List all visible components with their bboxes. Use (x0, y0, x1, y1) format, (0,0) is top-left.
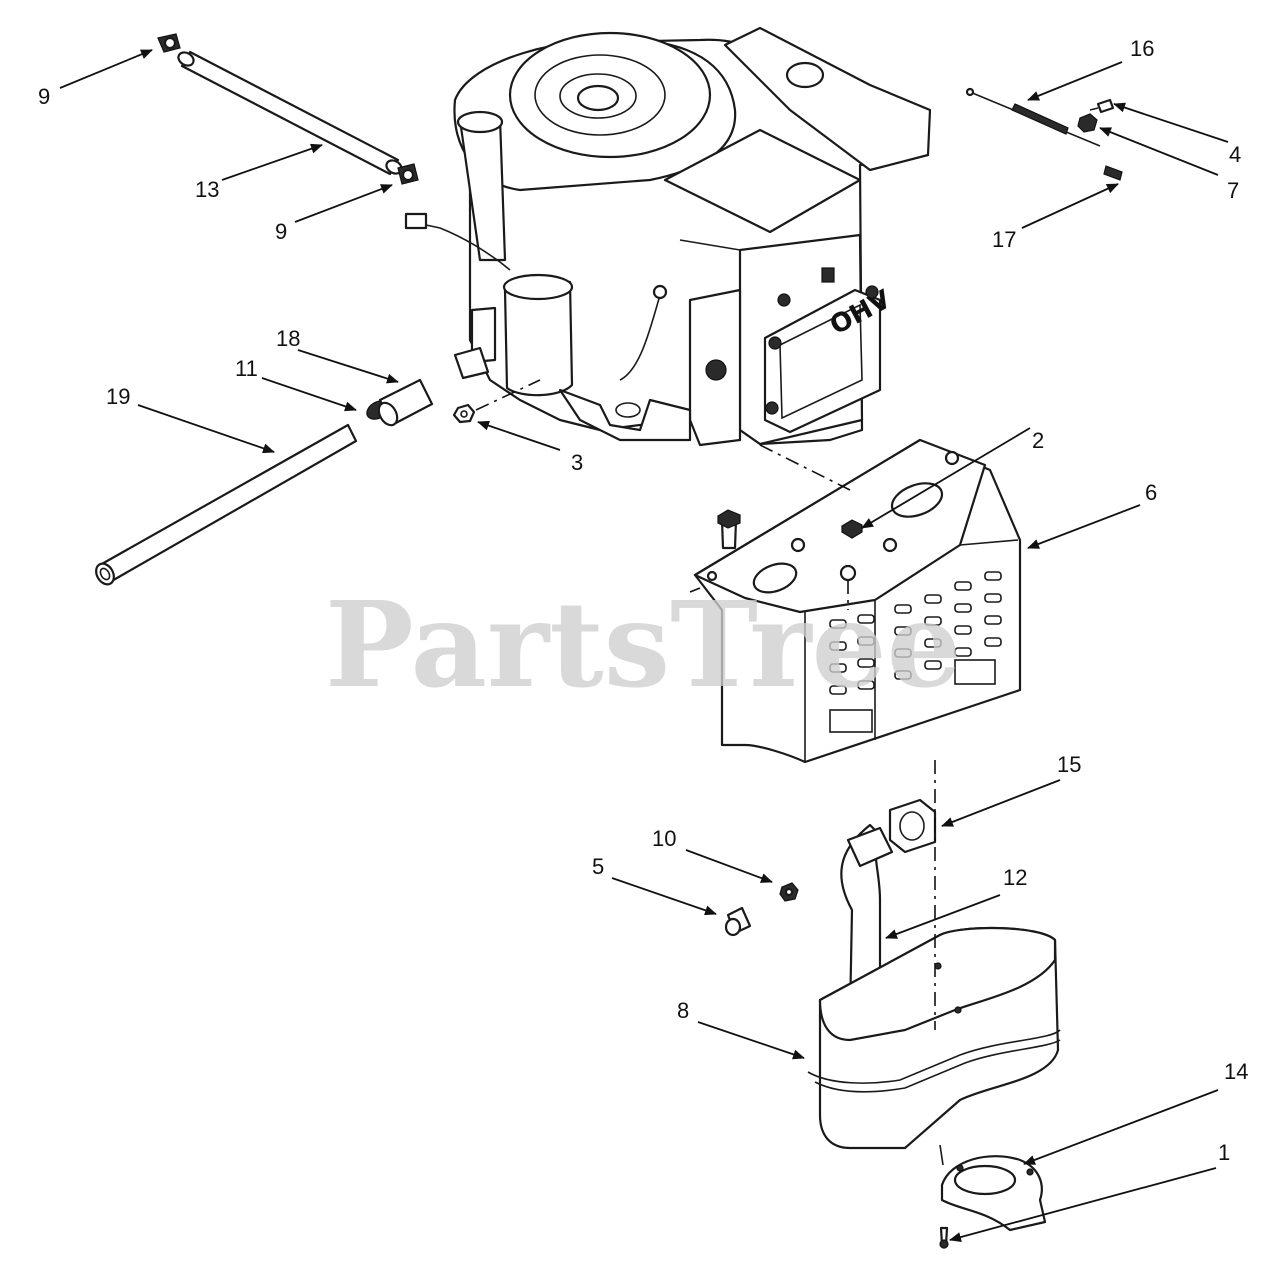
heat-shield-6 (693, 438, 1022, 764)
callout-17: 17 (992, 227, 1016, 252)
callout-3: 3 (571, 450, 583, 475)
spring-assembly-16 (965, 87, 1101, 147)
fuel-hose-13 (177, 50, 403, 176)
callout-7: 7 (1227, 178, 1239, 203)
nut-10 (779, 882, 799, 902)
callout-15: 15 (1057, 752, 1081, 777)
fuel-filter-18 (377, 378, 434, 427)
screw-4 (1089, 98, 1115, 114)
callout-9-top: 9 (38, 84, 50, 109)
callout-8: 8 (677, 998, 689, 1023)
screw-1 (939, 1226, 949, 1249)
callout-arrows (59, 49, 1229, 1242)
callout-12: 12 (1003, 865, 1027, 890)
watermark: PartsTree (325, 575, 962, 714)
callout-19: 19 (106, 384, 130, 409)
callout-4: 4 (1229, 142, 1241, 167)
callout-6: 6 (1145, 480, 1157, 505)
callout-11: 11 (235, 356, 258, 381)
callout-18: 18 (276, 326, 300, 351)
assembly-lines (475, 379, 936, 1030)
engine: OHV (404, 26, 932, 447)
hose-clamp-9-mid (397, 163, 419, 185)
nut-3 (452, 403, 476, 424)
muffler-8 (807, 926, 1061, 1150)
spring-17 (1103, 165, 1123, 181)
deflector-14 (939, 1144, 1047, 1232)
callout-14: 14 (1224, 1059, 1248, 1084)
callout-1: 1 (1218, 1140, 1230, 1165)
callout-16: 16 (1130, 36, 1154, 61)
callout-labels: 1 2 3 4 5 6 7 8 9 9 10 11 12 13 14 15 16… (38, 36, 1248, 1165)
nut-7 (1077, 113, 1098, 133)
callout-9-mid: 9 (275, 219, 287, 244)
callout-5: 5 (592, 854, 604, 879)
fuel-hose-19 (95, 423, 358, 586)
hose-clamp-9-top (157, 33, 181, 53)
callout-2: 2 (1032, 428, 1044, 453)
callout-13: 13 (195, 177, 219, 202)
exhaust-pipe-12 (840, 823, 894, 1017)
callout-10: 10 (652, 826, 676, 851)
gasket-15 (888, 798, 937, 854)
bolt-5 (724, 906, 752, 937)
